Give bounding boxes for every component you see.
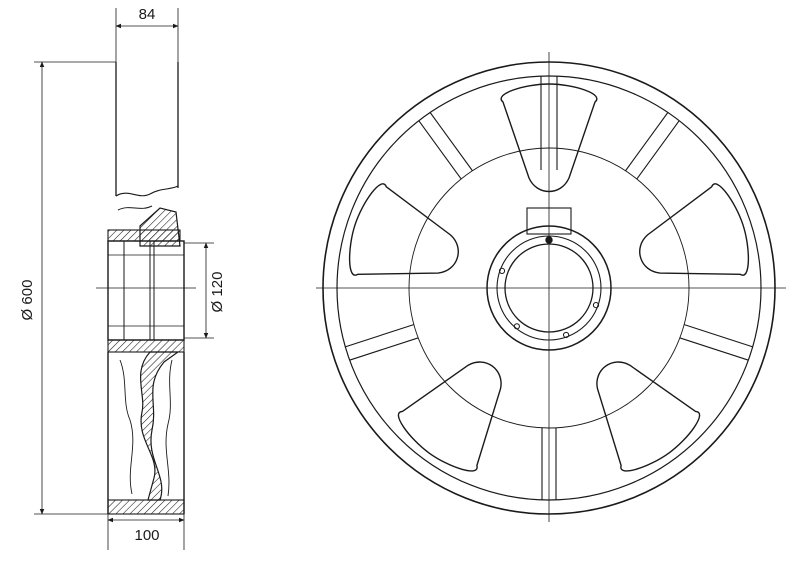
bolt-hole bbox=[513, 323, 520, 330]
bolt-hole bbox=[592, 302, 600, 309]
dim-outer-diameter-label: Ø 600 bbox=[19, 280, 36, 321]
side-section-view: 84 100 Ø 600 Ø 120 bbox=[19, 6, 226, 550]
dim-bottom-width-label: 100 bbox=[134, 527, 159, 544]
dim-bore-diameter-label: Ø 120 bbox=[209, 272, 226, 313]
rim-band bbox=[115, 62, 179, 211]
hub-section bbox=[107, 207, 185, 353]
spoke-bar bbox=[684, 324, 753, 348]
dim-bottom-width: 100 bbox=[107, 514, 185, 550]
bolt-hole bbox=[498, 267, 506, 274]
dim-top-width: 84 bbox=[115, 6, 179, 62]
front-view bbox=[316, 52, 786, 522]
spokes bbox=[540, 76, 558, 170]
lightening-holes bbox=[348, 83, 750, 472]
lightening-hole bbox=[500, 83, 598, 193]
spoke-bar bbox=[345, 324, 414, 348]
spoke-bar bbox=[349, 337, 419, 361]
spoke-bar bbox=[429, 112, 473, 171]
lightening-hole bbox=[397, 361, 502, 472]
lightening-hole bbox=[348, 183, 459, 276]
spoke-pairs bbox=[345, 112, 753, 500]
dim-outer-diameter: Ø 600 bbox=[19, 61, 116, 515]
dim-bore-diameter: Ø 120 bbox=[184, 242, 226, 339]
spoke-bar bbox=[418, 120, 462, 180]
lightening-hole bbox=[596, 361, 701, 472]
lightening-hole bbox=[639, 183, 750, 276]
spoke-bar bbox=[679, 337, 749, 361]
spoke-bar bbox=[636, 120, 680, 180]
spoke-bar bbox=[625, 112, 669, 171]
dim-top-width-label: 84 bbox=[139, 6, 156, 23]
bolt-hole bbox=[563, 331, 570, 339]
wavy-disc-section bbox=[107, 351, 185, 515]
